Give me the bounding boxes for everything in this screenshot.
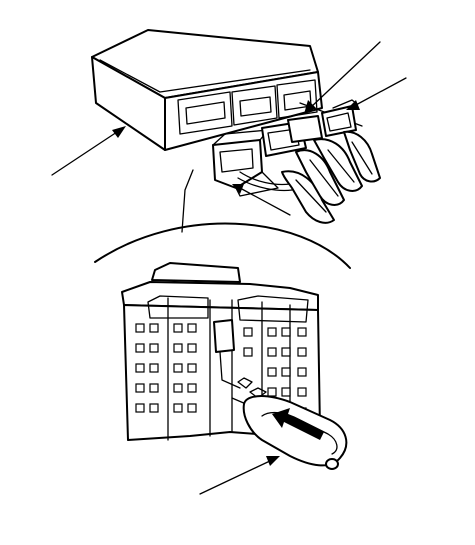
- release-tool-callout: [199, 459, 273, 495]
- connector-c-callout: [353, 77, 407, 107]
- terminal-grid-left: [135, 323, 197, 413]
- connector-a: [212, 129, 293, 197]
- control-unit: [91, 29, 363, 151]
- connector-b: [261, 115, 323, 157]
- zoom-boundary-arc: [94, 222, 351, 269]
- release-tool: [231, 395, 348, 470]
- zoom-leader: [181, 169, 194, 233]
- connector-a-callout: [239, 187, 291, 216]
- control-unit-callout: [51, 129, 121, 176]
- push-direction-arrow: [272, 408, 324, 440]
- wire-harnesses: [281, 130, 381, 224]
- connector-b-callout: [309, 41, 381, 109]
- callout-arrows: [51, 41, 407, 495]
